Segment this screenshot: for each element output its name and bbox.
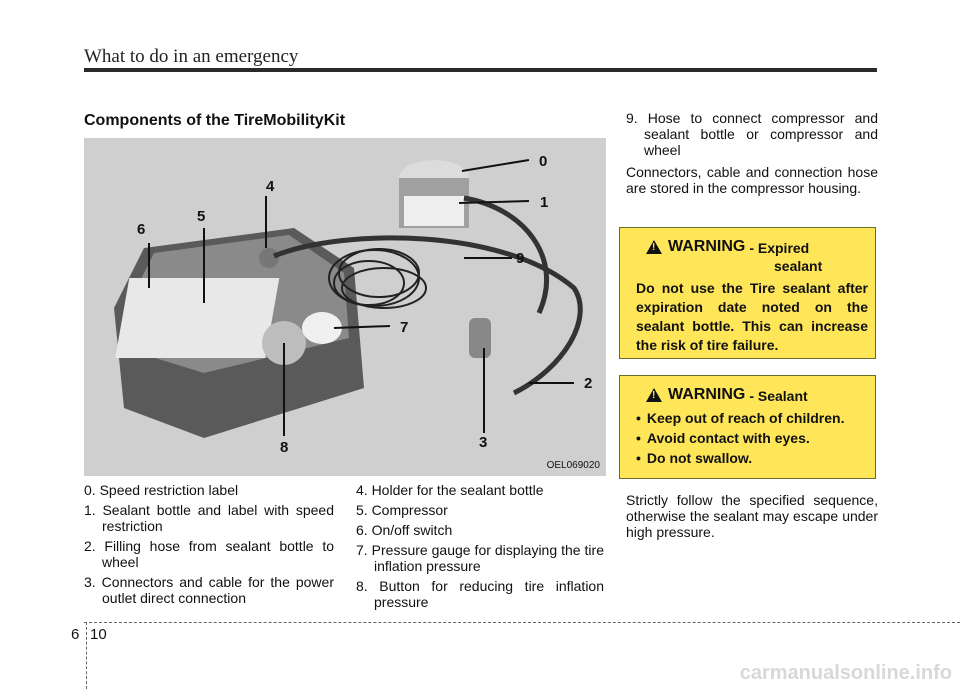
tire-kit-photo: 0 1 2 3 4 5 6 7 8 9 OEL069020 <box>84 138 606 476</box>
callout-4: 4 <box>266 178 275 195</box>
warning-subtitle-line2: sealant <box>774 258 823 274</box>
components-list-left: 0. Speed restriction label 1. Sealant bo… <box>84 482 334 610</box>
callout-8: 8 <box>280 439 289 456</box>
list-item: Do not swallow. <box>636 448 845 468</box>
list-item: 3. Connectors and cable for the power ou… <box>84 574 334 606</box>
warning-word: WARNING <box>668 386 746 403</box>
footer-rule <box>84 622 960 623</box>
callout-9: 9 <box>516 250 525 267</box>
tire-kit-illustration <box>114 159 583 438</box>
warning-box-sealant: ! WARNING - Sealant Keep out of reach of… <box>619 375 876 479</box>
watermark: carmanualsonline.info <box>739 662 952 684</box>
callout-2: 2 <box>584 375 593 392</box>
header-rule <box>84 68 877 72</box>
callout-7: 7 <box>400 319 409 336</box>
list-item: 5. Compressor <box>356 502 448 518</box>
list-item: 9. Hose to connect compressor and sealan… <box>626 110 878 158</box>
warning-header: ! WARNING - Expired <box>620 228 875 256</box>
callout-0: 0 <box>539 153 548 170</box>
list-item: Avoid contact with eyes. <box>636 428 845 448</box>
warning-header: ! WARNING - Sealant <box>620 376 875 404</box>
list-item: 0. Speed restriction label <box>84 482 239 498</box>
list-item: 8. Button for reducing tire inflation pr… <box>356 578 604 610</box>
warning-triangle-icon: ! <box>646 388 662 402</box>
callout-3: 3 <box>479 434 488 451</box>
warning-subtitle: - Expired <box>749 240 810 256</box>
warning-word: WARNING <box>668 238 746 255</box>
list-item: 7. Pressure gauge for displaying the tir… <box>356 542 604 574</box>
warning-box-expired-sealant: ! WARNING - Expired sealant Do not use t… <box>619 227 876 359</box>
callout-5: 5 <box>197 208 206 225</box>
page-number: 10 <box>90 626 107 643</box>
callout-6: 6 <box>137 221 146 238</box>
sequence-paragraph: Strictly follow the specified sequence, … <box>626 492 878 540</box>
warning-body: Do not use the Tire sealant after expira… <box>636 280 868 353</box>
section-title: Components of the TireMobilityKit <box>84 112 346 129</box>
list-item: 6. On/off switch <box>356 522 453 538</box>
list-item: Keep out of reach of children. <box>636 408 845 428</box>
footer-divider <box>86 622 87 689</box>
warning-list: Keep out of reach of children. Avoid con… <box>636 408 845 468</box>
callout-1: 1 <box>540 194 549 211</box>
warning-subtitle: - Sealant <box>749 388 808 404</box>
photo-code: OEL069020 <box>546 460 600 471</box>
chapter-number: 6 <box>71 626 80 643</box>
list-item: 2. Filling hose from sealant bottle to w… <box>84 538 334 570</box>
components-list-mid: 4. Holder for the sealant bottle 5. Comp… <box>356 482 604 614</box>
warning-triangle-icon: ! <box>646 240 662 254</box>
header-title: What to do in an emergency <box>84 46 299 67</box>
storage-paragraph: Connectors, cable and connection hose ar… <box>626 164 878 196</box>
components-list-right: 9. Hose to connect compressor and sealan… <box>626 110 878 162</box>
list-item: 1. Sealant bottle and label with speed r… <box>84 502 334 534</box>
list-item: 4. Holder for the sealant bottle <box>356 482 544 498</box>
